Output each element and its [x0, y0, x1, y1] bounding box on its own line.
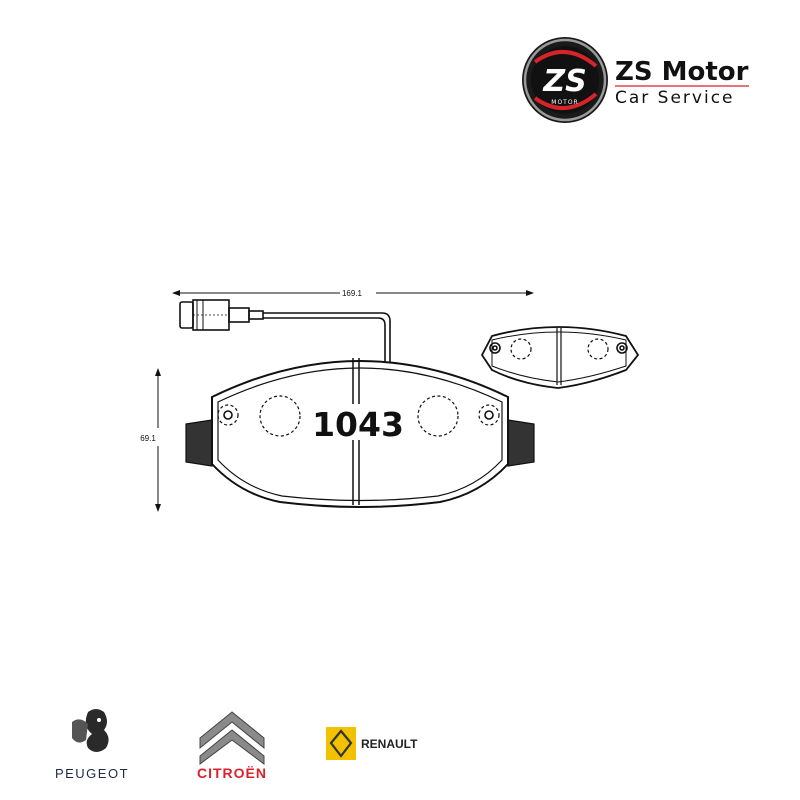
part-number: 1043	[312, 405, 404, 444]
brand-tagline: Car Service	[615, 88, 735, 108]
brand-logo: ZS MOTOR ZS Motor Car Service	[522, 37, 749, 123]
zs-badge-icon: ZS MOTOR	[522, 37, 608, 123]
make-label: RENAULT	[361, 737, 418, 751]
inner-backing-plate	[480, 326, 640, 389]
make-renault: RENAULT	[326, 727, 418, 760]
renault-diamond-icon	[326, 727, 356, 760]
make-label: CITROËN	[197, 765, 267, 781]
logo-text: ZS	[542, 64, 586, 99]
make-citroen: CITROËN	[197, 711, 267, 781]
peugeot-lion-icon	[72, 709, 109, 752]
make-peugeot: PEUGEOT	[55, 709, 129, 781]
citroen-chevron-icon	[199, 711, 265, 765]
height-label: 69.1	[140, 434, 156, 443]
friction-outline	[217, 367, 503, 502]
width-dimension: 169.1	[172, 289, 534, 298]
height-dimension: 69.1	[140, 368, 161, 512]
brake-pad-main: 1043	[185, 358, 535, 508]
inner-piston-right	[587, 338, 609, 360]
piston-circle-right	[417, 395, 459, 437]
pin-hole-right	[478, 404, 500, 426]
wear-sensor	[179, 299, 393, 399]
inner-piston-left	[510, 338, 532, 360]
pin-hole-left	[217, 404, 239, 426]
left-tab	[185, 419, 213, 467]
piston-circle-left	[259, 395, 301, 437]
part-number-bg	[336, 404, 402, 440]
right-tab	[507, 419, 535, 467]
logo-small-text: MOTOR	[551, 99, 578, 106]
brake-pad-inner	[480, 326, 640, 389]
brand-name: ZS Motor	[615, 57, 749, 87]
width-label: 169.1	[342, 289, 363, 298]
make-label: PEUGEOT	[55, 766, 129, 781]
